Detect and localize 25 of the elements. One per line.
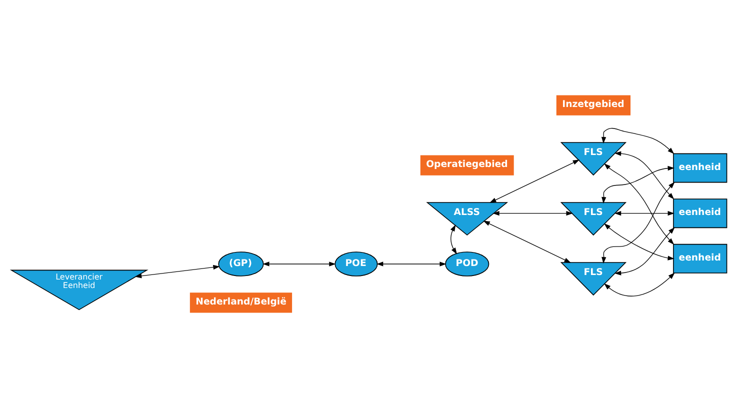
arrow bbox=[262, 261, 336, 266]
arrow bbox=[483, 220, 571, 262]
arrow bbox=[490, 159, 580, 202]
node-box: Operatiegebied bbox=[420, 154, 514, 175]
arrow bbox=[376, 261, 446, 266]
arrow bbox=[602, 165, 674, 204]
arrow bbox=[614, 210, 674, 216]
arrow bbox=[492, 210, 573, 216]
arrow bbox=[614, 226, 675, 275]
node-ellipse: POE bbox=[334, 251, 378, 276]
arrow bbox=[604, 222, 674, 260]
node-box: eenheid bbox=[673, 198, 728, 228]
node-box: Inzetgebied bbox=[556, 94, 631, 115]
node-ellipse: POD bbox=[445, 251, 490, 276]
arrow bbox=[604, 162, 674, 244]
arrow bbox=[134, 264, 220, 278]
node-box: eenheid bbox=[673, 243, 728, 273]
arrow bbox=[601, 127, 674, 154]
arrow bbox=[602, 181, 675, 264]
arrow bbox=[450, 224, 457, 254]
node-ellipse: (GP) bbox=[218, 251, 264, 276]
node-box: eenheid bbox=[673, 152, 728, 182]
arrow bbox=[604, 272, 675, 296]
node-box: Nederland/België bbox=[190, 292, 292, 312]
arrow bbox=[614, 150, 674, 199]
